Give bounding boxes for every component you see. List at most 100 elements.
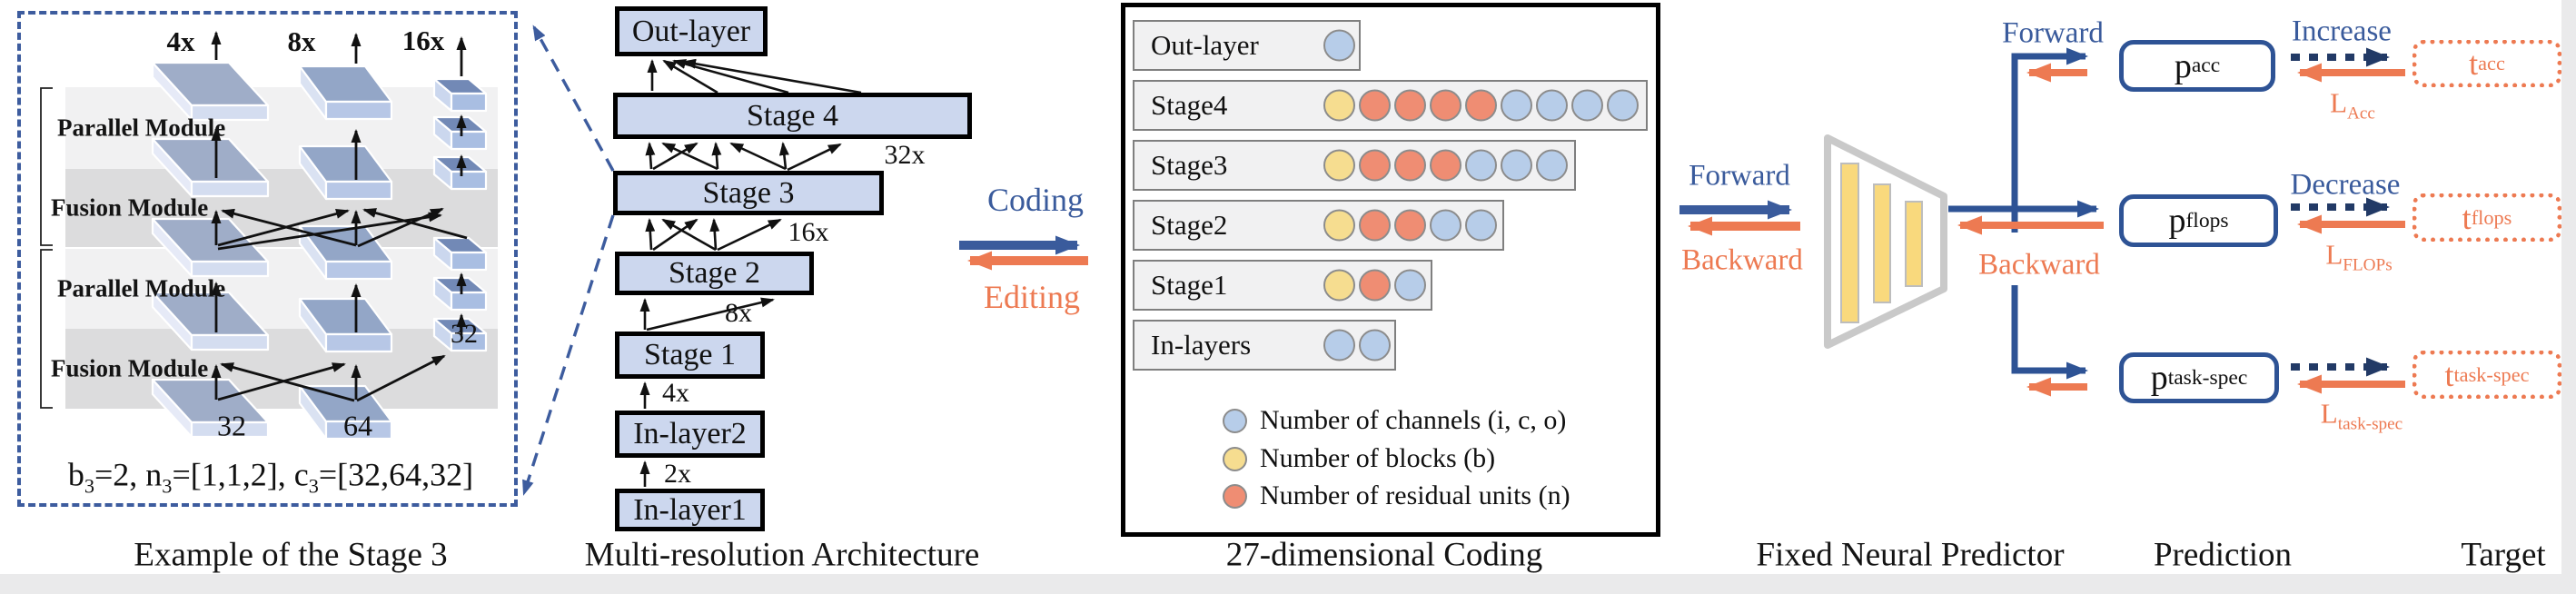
predictor-backward-label: Backward	[1681, 243, 1803, 277]
channels-dimension-circle	[1465, 209, 1497, 242]
loss-task-sub: task-spec	[2337, 414, 2403, 434]
coding-row-out-layer: Out-layer	[1133, 20, 1361, 71]
p-task-sub: task-spec	[2167, 365, 2248, 390]
units-dimension-circle	[1359, 89, 1391, 122]
t-acc-sub: acc	[2478, 52, 2505, 74]
legend-text: Number of blocks (b)	[1260, 443, 1496, 473]
scale-header-8x: 8x	[287, 25, 316, 57]
page-right-strip	[2561, 0, 2576, 594]
scale-header-4x: 4x	[166, 25, 195, 57]
p-task-base: p	[2150, 359, 2168, 397]
coding-row-stage4: Stage4	[1133, 80, 1648, 131]
arch-scale-4x: 4x	[662, 378, 689, 408]
t-flops-base: t	[2462, 199, 2472, 236]
units-dimension-circle	[1359, 149, 1391, 182]
caption-prediction: Prediction	[2153, 536, 2293, 574]
neural-predictor-glyph	[1824, 134, 1947, 349]
coding-label: Coding	[986, 182, 1085, 218]
channels-dimension-circle	[1394, 269, 1426, 302]
p-flops-sub: flops	[2185, 208, 2229, 233]
band-label-fusion-2: Fusion Module	[51, 354, 209, 382]
p-flops-base: p	[2168, 202, 2186, 240]
t-acc-base: t	[2469, 45, 2479, 82]
channel-label-32b: 32	[451, 319, 478, 349]
coding-row-label: Stage3	[1151, 149, 1228, 181]
blocks-dimension-circle	[1323, 269, 1355, 302]
channels-dimension-circle	[1323, 29, 1355, 62]
channel-label-32: 32	[217, 409, 246, 442]
channels-legend-circle	[1223, 408, 1247, 433]
formula-segment: =2, n	[94, 456, 163, 493]
loss-label-acc: LAcc	[2330, 86, 2375, 124]
band-label-parallel-2: Parallel Module	[57, 274, 226, 302]
formula-segment: 3	[162, 474, 173, 498]
units-legend-circle	[1223, 483, 1247, 509]
coding-row-in-layers: In-layers	[1133, 320, 1396, 371]
channels-dimension-circle	[1571, 89, 1603, 122]
coding-row-label: Out-layer	[1151, 29, 1259, 61]
prediction-branch-orange	[1957, 63, 2104, 397]
formula-segment: =[1,1,2], c	[172, 456, 309, 493]
coding-row-circles	[1323, 269, 1426, 302]
parallel-module-band-2	[65, 249, 498, 329]
units-dimension-circle	[1394, 89, 1426, 122]
legend-text: Number of residual units (n)	[1260, 480, 1570, 510]
channels-dimension-circle	[1536, 89, 1568, 122]
arch-scale-32x: 32x	[884, 140, 926, 170]
loss-acc-base: L	[2330, 86, 2348, 119]
coding-row-label: Stage4	[1151, 89, 1228, 121]
channels-dimension-circle	[1501, 89, 1532, 122]
coding-row-circles	[1323, 209, 1497, 242]
units-dimension-circle	[1394, 209, 1426, 242]
loss-task-base: L	[2320, 397, 2338, 430]
loss-flops-base: L	[2325, 238, 2343, 271]
arch-box-stage2: Stage 2	[615, 252, 814, 295]
zoom-callout-lines	[522, 25, 615, 496]
coding-row-circles	[1323, 29, 1355, 62]
p-acc-sub: acc	[2191, 54, 2221, 77]
units-dimension-circle	[1359, 209, 1391, 242]
caption-architecture: Multi-resolution Architecture	[584, 536, 980, 574]
arch-scale-8x: 8x	[725, 298, 752, 328]
coding-row-circles	[1323, 149, 1568, 182]
caption-stage3-example: Example of the Stage 3	[134, 536, 448, 574]
prediction-backward-label: Backward	[1978, 248, 2100, 282]
p-acc-base: p	[2174, 46, 2192, 85]
coding-row-label: In-layers	[1151, 329, 1252, 361]
legend-text: Number of channels (i, c, o)	[1260, 405, 1567, 435]
channels-dimension-circle	[1465, 149, 1497, 182]
legend-row-units: Number of residual units (n)	[1223, 480, 1570, 511]
decrease-label: Decrease	[2290, 168, 2401, 202]
caption-predictor: Fixed Neural Predictor	[1756, 536, 2065, 574]
units-dimension-circle	[1430, 149, 1461, 182]
coding-row-stage1: Stage1	[1133, 260, 1432, 311]
channels-dimension-circle	[1430, 209, 1461, 242]
coding-row-circles	[1323, 329, 1391, 361]
editing-label: Editing	[984, 279, 1080, 315]
prediction-branch-blue	[1948, 47, 2099, 380]
caption-coding: 27-dimensional Coding	[1225, 536, 1543, 574]
channels-dimension-circle	[1607, 89, 1639, 122]
channels-dimension-circle	[1359, 329, 1391, 361]
formula-segment: 3	[84, 474, 94, 498]
page-bottom-strip	[0, 574, 2576, 594]
blocks-legend-circle	[1223, 446, 1247, 471]
coding-row-stage3: Stage3	[1133, 140, 1576, 191]
loss-flops-sub: FLOPs	[2343, 255, 2393, 275]
loss-label-task-spec: Ltask-spec	[2321, 397, 2403, 434]
arch-box-stage4: Stage 4	[613, 93, 972, 139]
predictor-io-arrows	[1679, 200, 1800, 236]
scale-header-16x: 16x	[401, 25, 445, 56]
units-dimension-circle	[1465, 89, 1497, 122]
channels-dimension-circle	[1323, 329, 1355, 361]
arch-box-out-layer: Out-layer	[615, 6, 768, 56]
caption-target: Target	[2461, 536, 2546, 574]
parallel-module-band-1	[65, 87, 498, 169]
arch-box-in-layer2: In-layer2	[615, 411, 765, 458]
